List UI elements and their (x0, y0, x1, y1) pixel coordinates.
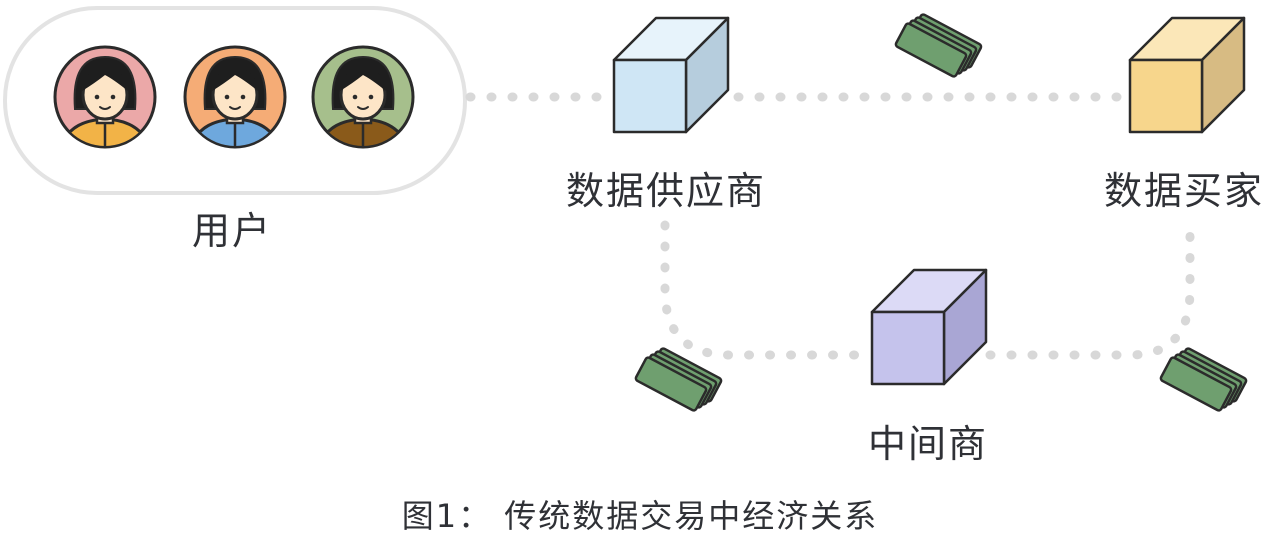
middleman-label: 中间商 (868, 422, 989, 466)
buyer-label: 数据买家 (1104, 169, 1265, 213)
money-stack-icon (894, 13, 983, 78)
cube-front-face (870, 310, 946, 386)
avatar-icon (311, 45, 415, 149)
middleman-cube-icon (870, 268, 988, 386)
cube-front-face (1128, 58, 1204, 134)
connector-supplier-middleman (660, 220, 870, 360)
buyer-cube-icon (1128, 16, 1246, 134)
banknote-shape (894, 22, 968, 78)
figure-caption: 图1： 传统数据交易中经济关系 (401, 497, 879, 535)
banknote-shape (634, 356, 708, 412)
cube-front-face (612, 58, 688, 134)
supplier-label: 数据供应商 (566, 169, 767, 213)
user-avatars (53, 45, 415, 149)
supplier-cube-icon (612, 16, 730, 134)
connector-middleman-buyer (985, 220, 1195, 360)
connector-lines (465, 92, 1195, 360)
money-stack-icon (1159, 347, 1248, 412)
banknote-shape (1159, 356, 1233, 412)
users-label: 用户 (192, 209, 273, 253)
avatar-icon (53, 45, 157, 149)
money-stack-icon (634, 347, 723, 412)
